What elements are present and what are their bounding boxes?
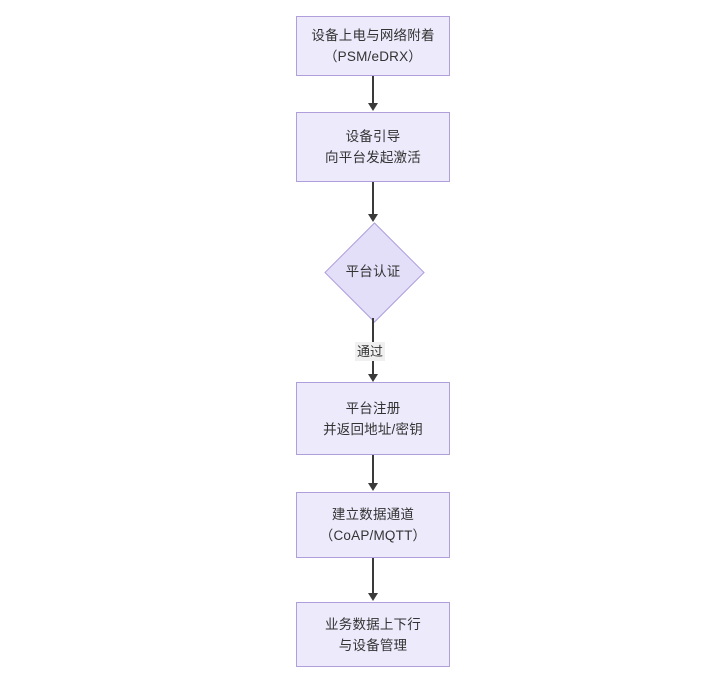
edge-channel-to-service-arrowhead [368, 593, 378, 601]
edge-register-to-channel-arrowhead [368, 483, 378, 491]
edge-channel-to-service-line [372, 558, 374, 594]
edge-auth-to-register-arrowhead [368, 374, 378, 382]
node-power-on-line1: 设备上电与网络附着 [311, 28, 435, 43]
edge-power-on-to-bootstrap-arrowhead [368, 103, 378, 111]
node-bootstrap-line2: 向平台发起激活 [325, 150, 421, 165]
node-service-data[interactable]: 业务数据上下行 与设备管理 [296, 602, 450, 667]
edge-bootstrap-to-auth-line [372, 182, 374, 215]
node-power-on-line2: （PSM/eDRX） [323, 49, 423, 64]
node-data-channel-line1: 建立数据通道 [331, 507, 415, 522]
edge-register-to-channel-line [372, 455, 374, 484]
node-platform-auth-label: 平台认证 [345, 263, 401, 279]
node-platform-register[interactable]: 平台注册 并返回地址/密钥 [296, 382, 450, 455]
node-bootstrap[interactable]: 设备引导 向平台发起激活 [296, 112, 450, 182]
node-service-data-line1: 业务数据上下行 [325, 616, 421, 632]
edge-auth-to-register-label: 通过 [355, 342, 386, 361]
node-power-on[interactable]: 设备上电与网络附着 （PSM/eDRX） [296, 16, 450, 76]
node-platform-register-line2: 并返回地址/密钥 [323, 421, 423, 437]
node-data-channel[interactable]: 建立数据通道 （CoAP/MQTT） [296, 492, 450, 558]
node-platform-register-line1: 平台注册 [345, 400, 401, 416]
edge-bootstrap-to-auth-arrowhead [368, 214, 378, 222]
node-service-data-line2: 与设备管理 [338, 637, 408, 653]
edge-power-on-to-bootstrap-line [372, 76, 374, 104]
node-data-channel-line2: （CoAP/MQTT） [319, 528, 427, 543]
node-platform-auth[interactable]: 平台认证 [323, 221, 425, 323]
node-bootstrap-line1: 设备引导 [345, 129, 401, 144]
